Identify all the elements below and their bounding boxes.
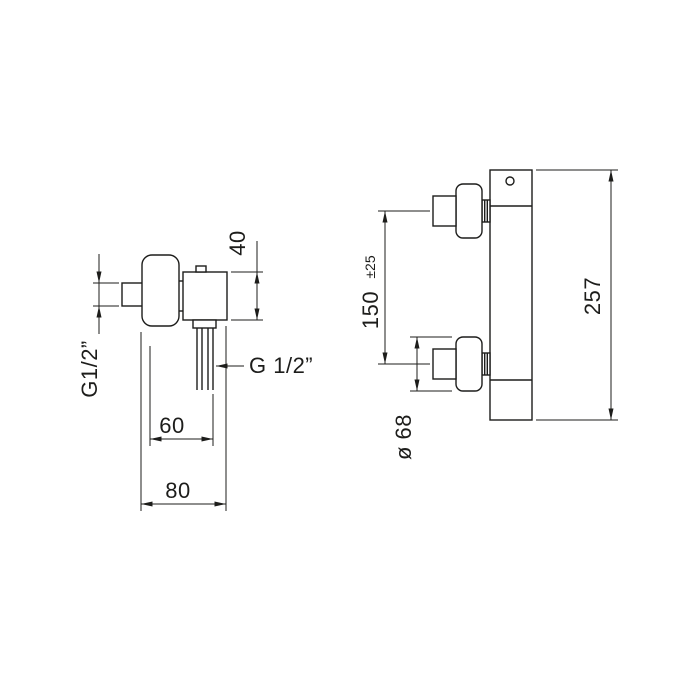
front-column bbox=[489, 169, 533, 421]
dim-80-label: 80 bbox=[165, 478, 190, 503]
dim-60-label: 60 bbox=[159, 413, 184, 438]
front-top-connector bbox=[481, 199, 491, 223]
front-bottom-knob bbox=[432, 348, 457, 380]
dim-150-tolerance-label: ±25 bbox=[362, 255, 378, 278]
front-view bbox=[432, 169, 533, 421]
dim-150: 150 ±25 bbox=[358, 210, 430, 365]
side-inlet-knob bbox=[121, 282, 144, 307]
dim-g12-outlet: G 1/2” bbox=[216, 353, 313, 378]
side-mixer-housing bbox=[182, 271, 228, 321]
dim-60: 60 bbox=[149, 346, 214, 446]
front-top-knob bbox=[432, 195, 457, 227]
dim-68: ø 68 bbox=[391, 336, 452, 460]
side-valve-body bbox=[141, 254, 180, 327]
dim-257: 257 bbox=[536, 169, 618, 421]
front-top-hole bbox=[505, 176, 515, 186]
dim-g12-outlet-label: G 1/2” bbox=[249, 353, 313, 378]
dim-150-label: 150 bbox=[358, 291, 383, 329]
side-top-screw bbox=[195, 265, 207, 273]
dim-80: 80 bbox=[140, 326, 227, 511]
dim-68-label: ø 68 bbox=[391, 414, 416, 460]
dim-40: 40 bbox=[225, 230, 263, 321]
dim-40-label: 40 bbox=[225, 230, 250, 255]
side-outlet-collar bbox=[192, 319, 217, 329]
side-view bbox=[121, 254, 228, 390]
dim-257-label: 257 bbox=[580, 277, 605, 315]
dim-g12-inlet-label: G1/2” bbox=[77, 340, 102, 398]
dim-g12-inlet: G1/2” bbox=[77, 254, 119, 398]
front-top-rosette bbox=[455, 183, 483, 239]
front-bottom-connector bbox=[481, 352, 491, 376]
front-bottom-rosette bbox=[455, 336, 483, 392]
